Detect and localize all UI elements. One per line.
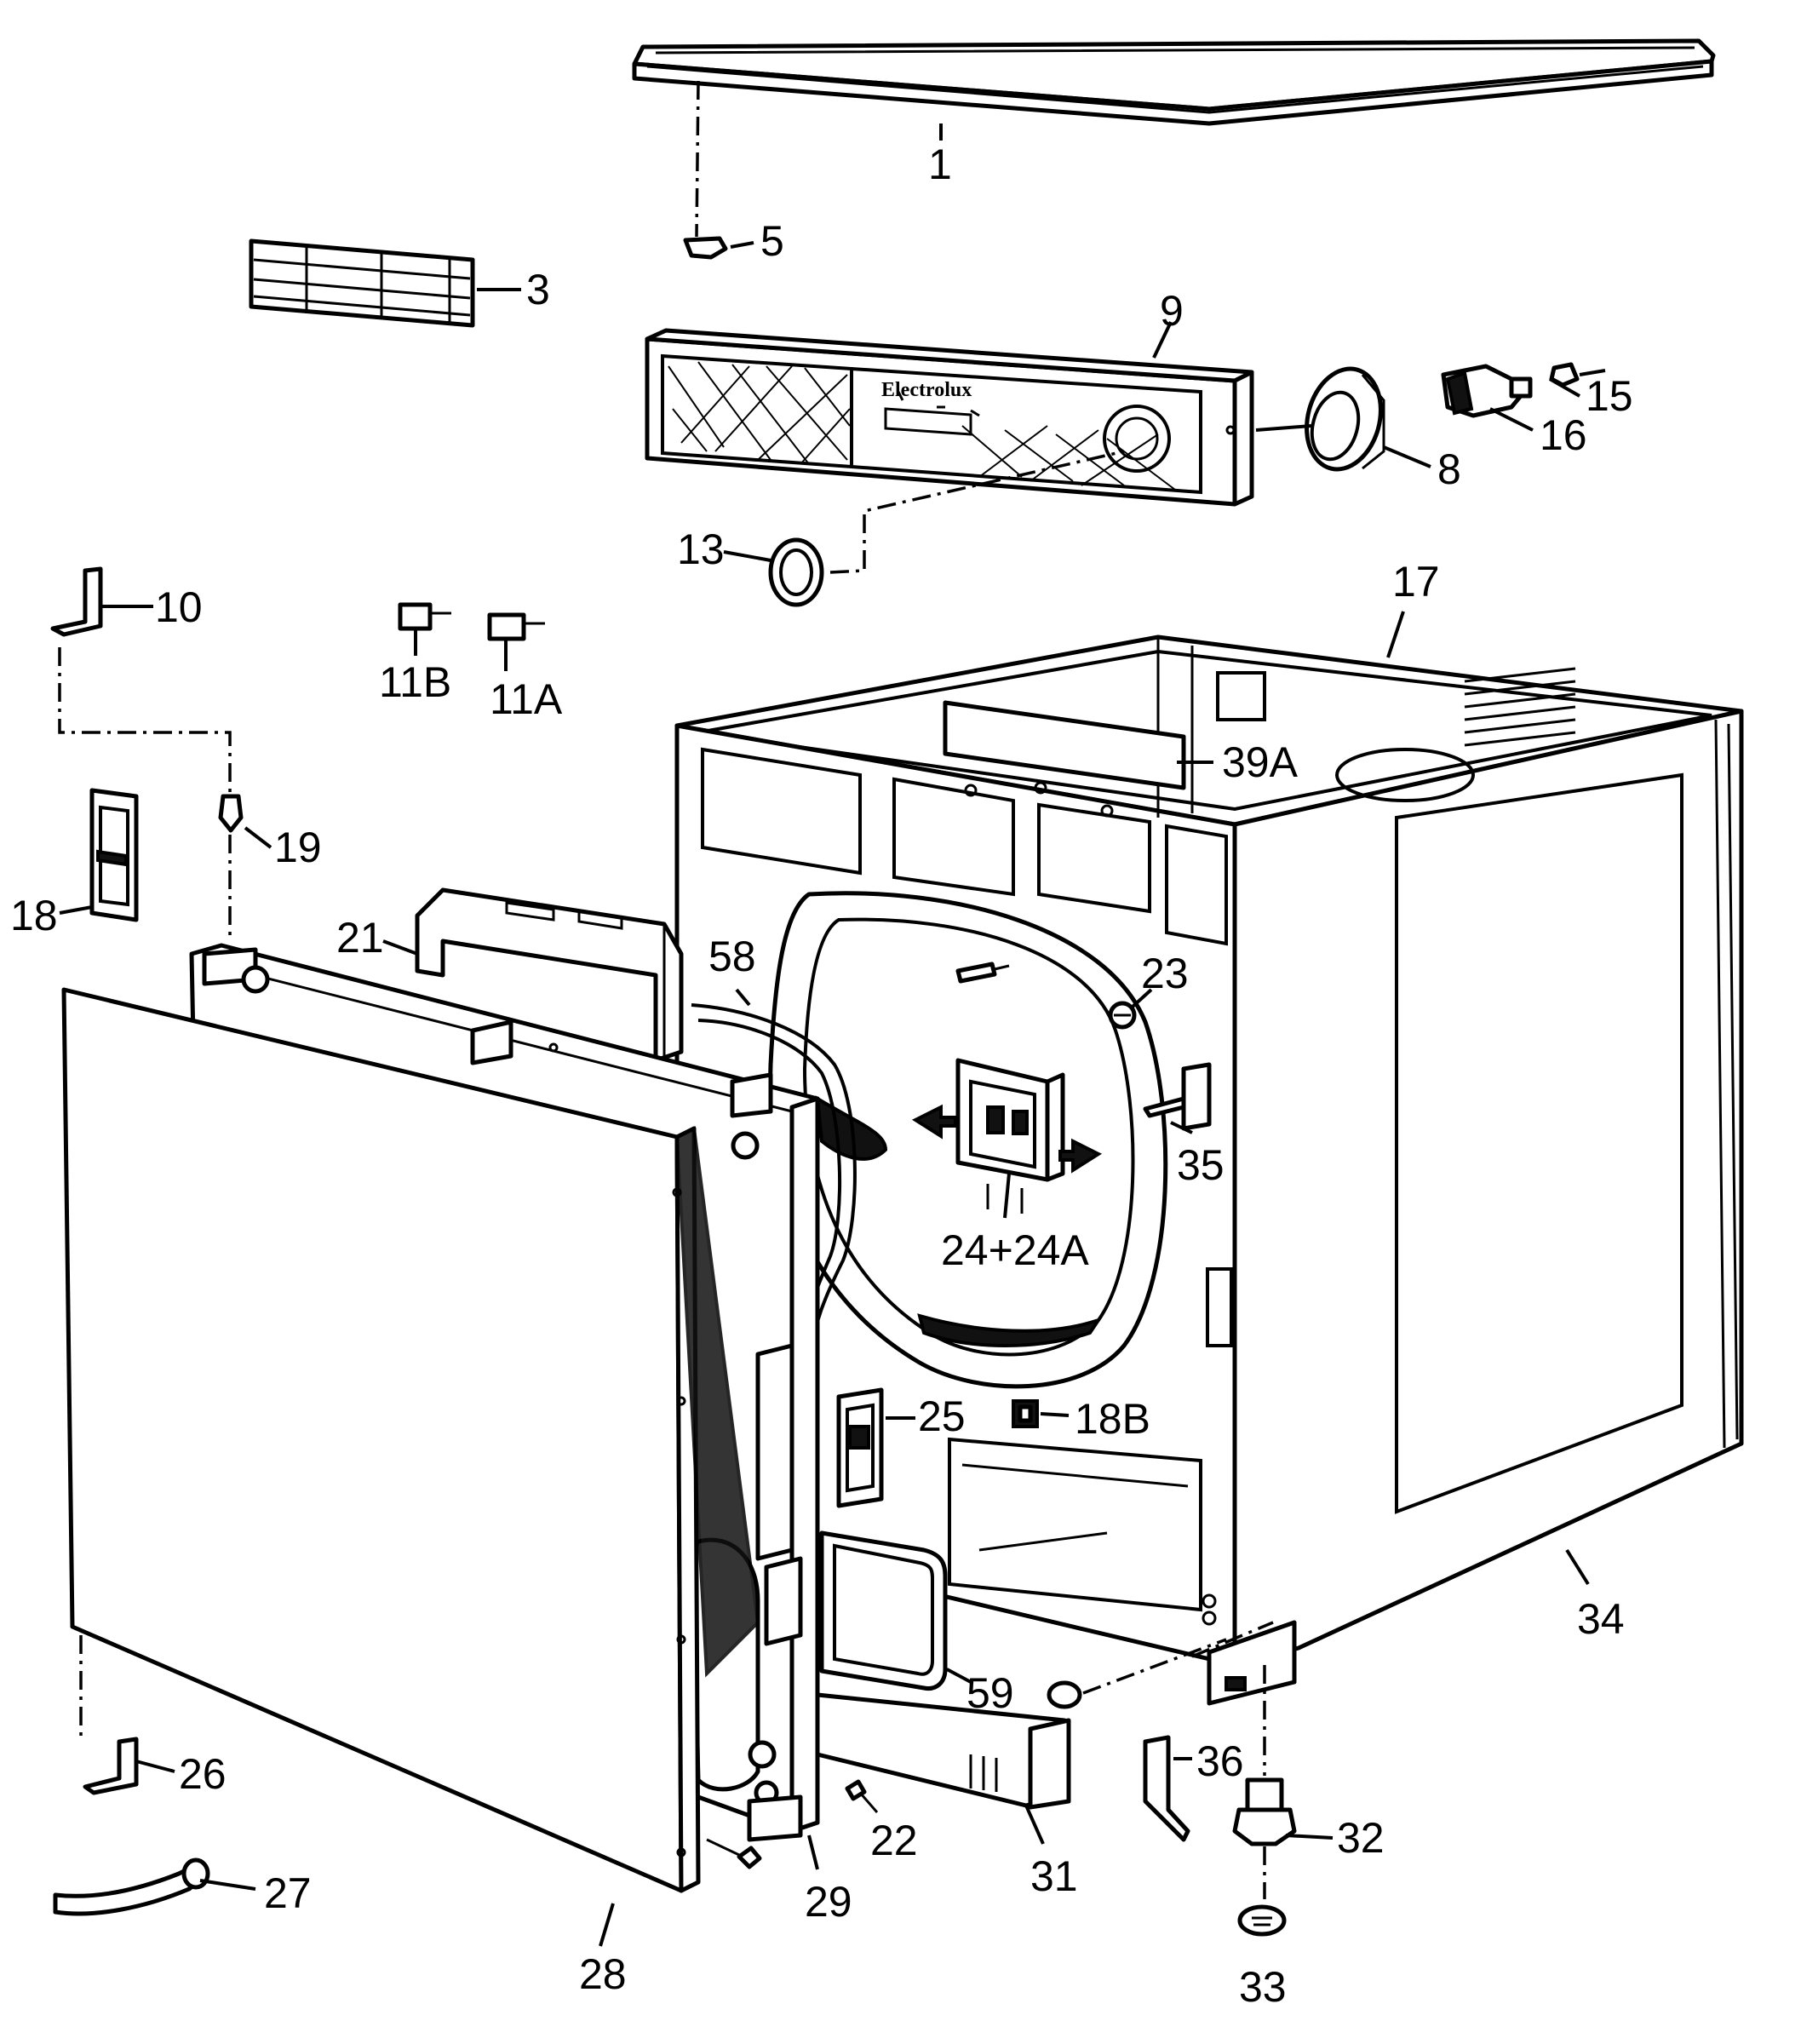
callout-13: 13 — [677, 525, 725, 573]
bracket-36-part — [1143, 1735, 1190, 1842]
screw-23-part — [1108, 1001, 1137, 1030]
callout-39a: 39A — [1222, 738, 1299, 786]
callout-19: 19 — [274, 824, 322, 871]
door-panel-part — [61, 987, 760, 1893]
callout-59: 59 — [966, 1669, 1014, 1717]
callout-28: 28 — [579, 1950, 627, 1998]
callout-24: 24+24A — [941, 1226, 1089, 1274]
door-lock-part — [955, 1058, 1065, 1214]
fastener-11b-part — [398, 602, 451, 631]
callout-11a: 11A — [490, 675, 563, 723]
callout-21: 21 — [336, 914, 384, 962]
callout-27: 27 — [264, 1869, 312, 1917]
clip-part — [683, 236, 728, 260]
callout-26: 26 — [179, 1750, 227, 1798]
knob-bezel-part — [1305, 366, 1385, 472]
pin-part — [218, 794, 244, 833]
callout-labels: 1 3 5 8 9 10 11A 11B 13 15 16 17 18 18B … — [10, 141, 1633, 2011]
callout-18: 18 — [10, 892, 58, 939]
callout-8: 8 — [1437, 445, 1461, 493]
knob-part — [768, 537, 824, 607]
door-handle-part — [89, 788, 139, 922]
leader-lines — [59, 123, 1590, 1947]
callout-5: 5 — [760, 217, 784, 265]
callout-17: 17 — [1392, 558, 1440, 606]
vent-grille-part — [249, 238, 475, 328]
callout-31: 31 — [1030, 1852, 1078, 1900]
callout-23: 23 — [1141, 950, 1189, 997]
callout-15: 15 — [1586, 372, 1633, 420]
control-panel-part: Electrolux — [645, 328, 1254, 507]
switch-part — [1441, 364, 1533, 418]
clip-18b-part — [1012, 1399, 1039, 1428]
screw-22-part — [845, 1779, 879, 1813]
callout-18b: 18B — [1075, 1395, 1150, 1443]
callout-32: 32 — [1337, 1814, 1385, 1862]
bracket-35-part — [1143, 1062, 1212, 1131]
bracket-26-part — [83, 1737, 139, 1795]
filter-part — [819, 1530, 948, 1691]
fastener-11a-part — [487, 612, 545, 641]
callout-36: 36 — [1196, 1737, 1244, 1785]
callout-11b: 11B — [379, 658, 451, 706]
screw-door-part — [706, 1838, 762, 1869]
callout-34: 34 — [1577, 1595, 1625, 1643]
callout-3: 3 — [526, 266, 550, 313]
callout-25: 25 — [918, 1392, 966, 1440]
callout-1: 1 — [928, 141, 952, 188]
callout-22: 22 — [870, 1817, 918, 1864]
small-knob-part — [1549, 362, 1606, 388]
callout-29: 29 — [805, 1878, 852, 1926]
foot-33-part — [1237, 1904, 1287, 1937]
callout-33: 33 — [1239, 1963, 1287, 2011]
brand-logo-text: Electrolux — [881, 379, 972, 401]
foot-32-part — [1232, 1777, 1297, 1846]
screw-small-part — [955, 962, 1010, 984]
callout-35: 35 — [1177, 1141, 1225, 1189]
callout-9: 9 — [1160, 287, 1184, 335]
callout-58: 58 — [708, 933, 756, 980]
screw-59-part — [1047, 1680, 1082, 1709]
callout-16: 16 — [1540, 411, 1587, 459]
hose-part — [53, 1857, 210, 1916]
hinge-bracket-part — [50, 566, 103, 637]
lock-25-part — [836, 1387, 884, 1508]
plinth-part — [815, 1692, 1071, 1810]
callout-10: 10 — [155, 583, 203, 631]
top-cover-part — [632, 38, 1716, 126]
